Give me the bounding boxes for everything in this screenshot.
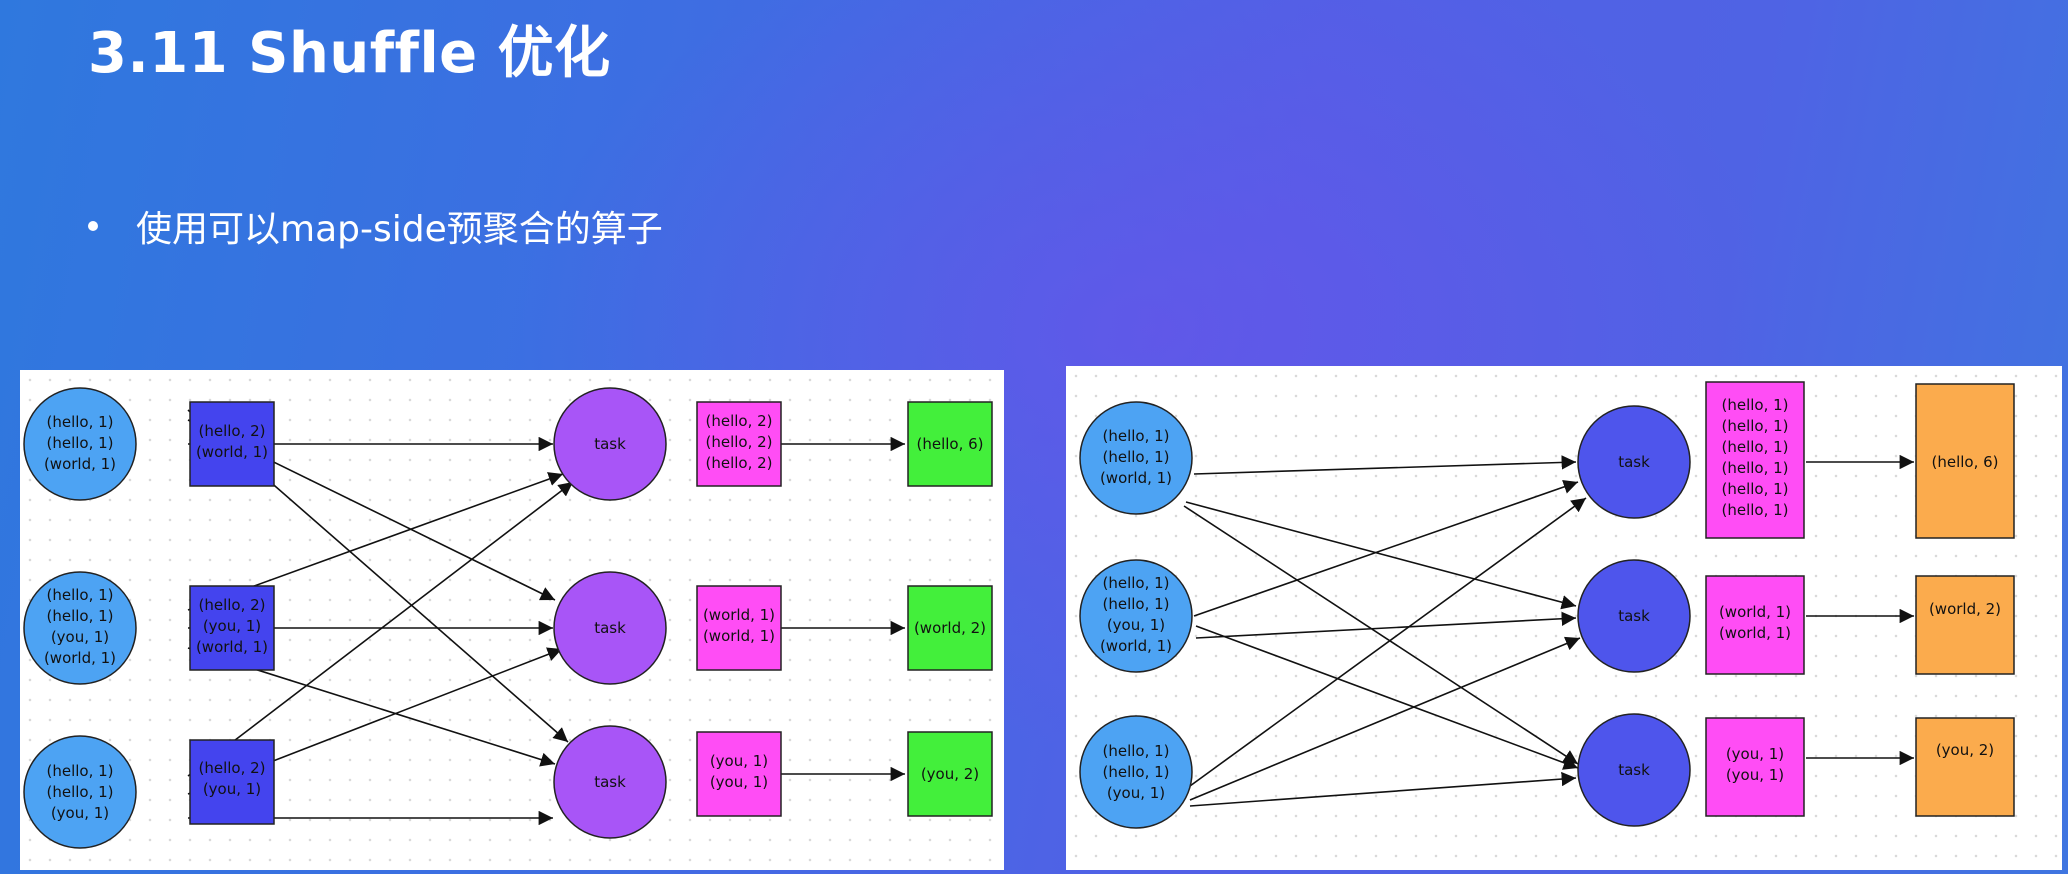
svg-text:(hello, 1)(hello, 1)(you, 1)(w: (hello, 1)(hello, 1)(you, 1)(world, 1) [1100, 574, 1172, 655]
svg-text:(hello, 2)(you, 1): (hello, 2)(you, 1) [198, 759, 265, 798]
left-map-box-1: (hello, 2)(world, 1) [189, 401, 275, 487]
right-task-1: task [1577, 405, 1691, 519]
svg-text:task: task [1618, 453, 1650, 471]
arrow-in1-task3 [1183, 505, 1579, 765]
right-task-3: task [1577, 713, 1691, 827]
svg-text:(hello, 2)(you, 1)(world, 1): (hello, 2)(you, 1)(world, 1) [196, 596, 268, 656]
right-shuffle-box-2: (world, 1)(world, 1) [1705, 575, 1805, 675]
bullet-text: 使用可以map-side预聚合的算子 [136, 209, 663, 250]
right-input-circle-2: (hello, 1)(hello, 1)(you, 1)(world, 1) [1079, 559, 1193, 673]
svg-text:(hello, 2)(world, 1): (hello, 2)(world, 1) [196, 422, 268, 461]
left-task-2: task [553, 571, 667, 685]
left-arrows-shuffle [187, 409, 905, 826]
left-task-3: task [553, 725, 667, 839]
left-map-box-3: (hello, 2)(you, 1) [189, 739, 275, 825]
svg-text:task: task [594, 435, 626, 453]
arrow-in2-task1 [1193, 479, 1579, 617]
left-input-circle-1: (hello, 1)(hello, 1)(world, 1) [23, 387, 137, 501]
right-input-circle-1: (hello, 1)(hello, 1)(world, 1) [1079, 401, 1193, 515]
right-diagram: (hello, 1)(hello, 1)(world, 1) (hello, 1… [1079, 381, 2015, 829]
right-result-box-3: (you, 2) [1915, 717, 2015, 817]
left-diagram-panel: (hello, 1)(hello, 1)(world, 1) (hello, 1… [20, 370, 1004, 870]
svg-text:(hello, 1)(hello, 1)(you, 1): (hello, 1)(hello, 1)(you, 1) [1102, 742, 1169, 802]
arrow-in3-task2 [1189, 636, 1581, 801]
svg-text:(hello, 6): (hello, 6) [1931, 453, 1998, 471]
right-diagram-panel: (hello, 1)(hello, 1)(world, 1) (hello, 1… [1066, 366, 2062, 870]
svg-text:(world, 1)(world, 1): (world, 1)(world, 1) [1719, 603, 1791, 642]
left-shuffle-box-1: (hello, 2)(hello, 2)(hello, 2) [696, 401, 782, 487]
svg-text:(world, 2): (world, 2) [914, 619, 986, 637]
left-map-box-2: (hello, 2)(you, 1)(world, 1) [189, 585, 275, 671]
arrow-in3-task3 [1189, 771, 1577, 807]
svg-text:(you, 1)(you, 1): (you, 1)(you, 1) [1726, 745, 1784, 784]
svg-text:(hello, 6): (hello, 6) [916, 435, 983, 453]
slide-title: 3.11 Shuffle 优化 [88, 21, 611, 86]
right-result-box-1: (hello, 6) [1915, 383, 2015, 539]
svg-text:(hello, 1)(hello, 1)(world, 1): (hello, 1)(hello, 1)(world, 1) [1100, 427, 1172, 487]
left-result-box-3: (you, 2) [907, 731, 993, 817]
arrow-in2-task3 [1195, 625, 1579, 770]
svg-text:task: task [594, 619, 626, 637]
svg-text:task: task [1618, 761, 1650, 779]
svg-text:(hello, 1)(hello, 1)(hello, 1): (hello, 1)(hello, 1)(hello, 1)(hello, 1)… [1721, 396, 1788, 519]
svg-text:(you, 1)(you, 1): (you, 1)(you, 1) [710, 752, 768, 791]
arrow-map3-task1 [187, 481, 574, 777]
svg-text:(you, 2): (you, 2) [921, 765, 979, 783]
svg-text:(hello, 1)(hello, 1)(you, 1)(w: (hello, 1)(hello, 1)(you, 1)(world, 1) [44, 586, 116, 667]
left-task-1: task [553, 387, 667, 501]
right-result-box-2: (world, 2) [1915, 575, 2015, 675]
bullet-point: 使用可以map-side预聚合的算子 [88, 200, 663, 252]
svg-text:(hello, 1)(hello, 1)(you, 1): (hello, 1)(hello, 1)(you, 1) [46, 762, 113, 822]
left-shuffle-box-3: (you, 1)(you, 1) [696, 731, 782, 817]
arrow-in1-task2 [1185, 501, 1577, 610]
svg-text:(world, 1)(world, 1): (world, 1)(world, 1) [703, 606, 775, 645]
right-task-2: task [1577, 559, 1691, 673]
svg-text:(hello, 2)(hello, 2)(hello, 2): (hello, 2)(hello, 2)(hello, 2) [705, 412, 772, 472]
svg-text:(you, 2): (you, 2) [1936, 741, 1994, 759]
arrow-in3-task1 [1189, 497, 1587, 787]
left-shuffle-box-2: (world, 1)(world, 1) [696, 585, 782, 671]
left-diagram: (hello, 1)(hello, 1)(world, 1) (hello, 1… [23, 387, 993, 849]
arrow-in1-task1 [1193, 455, 1577, 475]
left-input-circle-2: (hello, 1)(hello, 1)(you, 1)(world, 1) [23, 571, 137, 685]
svg-text:(hello, 1)(hello, 1)(world, 1): (hello, 1)(hello, 1)(world, 1) [44, 413, 116, 473]
arrow-in2-task2 [1195, 611, 1577, 639]
svg-text:(world, 2): (world, 2) [1929, 600, 2001, 618]
right-input-circle-3: (hello, 1)(hello, 1)(you, 1) [1079, 715, 1193, 829]
left-input-circle-3: (hello, 1)(hello, 1)(you, 1) [23, 735, 137, 849]
right-arrows-shuffle [1183, 454, 1914, 807]
bullet-dot [88, 221, 98, 231]
svg-text:task: task [1618, 607, 1650, 625]
left-result-box-2: (world, 2) [907, 585, 993, 671]
svg-text:task: task [594, 773, 626, 791]
right-shuffle-box-1: (hello, 1)(hello, 1)(hello, 1)(hello, 1)… [1705, 381, 1805, 539]
right-shuffle-box-3: (you, 1)(you, 1) [1705, 717, 1805, 817]
left-result-box-1: (hello, 6) [907, 401, 993, 487]
